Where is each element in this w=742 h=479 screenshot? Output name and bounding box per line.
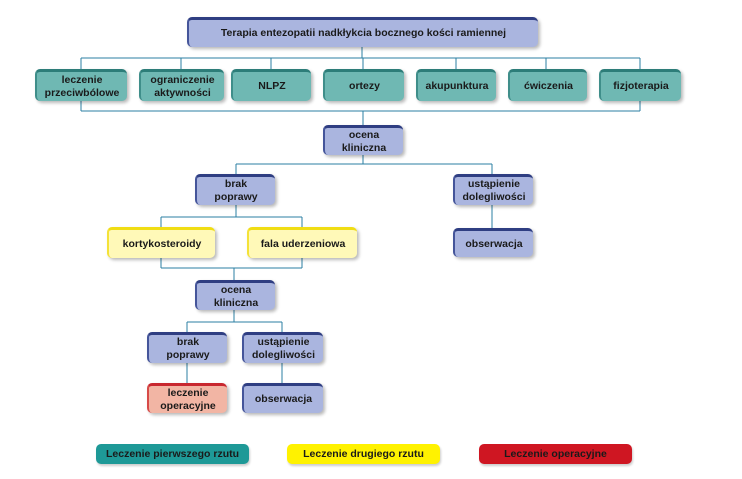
legend-surgery: Leczenie operacyjne (479, 444, 632, 464)
surgery-node: leczenie operacyjne (147, 383, 227, 413)
first-line-node-pain-relief: leczenie przeciwbólowe (35, 69, 127, 101)
first-line-node-acupuncture: akupunktura (416, 69, 496, 101)
clinical-assessment-node-2: ocena kliniczna (195, 280, 275, 310)
no-improvement-node-1: brak poprawy (195, 174, 275, 205)
legend-first-line: Leczenie pierwszego rzutu (96, 444, 249, 464)
observation-node-1: obserwacja (453, 228, 533, 257)
second-line-node-shockwave: fala uderzeniowa (247, 227, 357, 258)
symptom-resolution-node-1: ustąpienie dolegliwości (453, 174, 533, 205)
root-node: Terapia entezopatii nadkłykcia bocznego … (187, 17, 538, 47)
first-line-node-activity-limitation: ograniczenie aktywności (139, 69, 224, 101)
first-line-node-exercises: ćwiczenia (508, 69, 587, 101)
first-line-node-orthoses: ortezy (323, 69, 404, 101)
observation-node-2: obserwacja (242, 383, 323, 413)
no-improvement-node-2: brak poprawy (147, 332, 227, 363)
first-line-node-physiotherapy: fizjoterapia (599, 69, 681, 101)
symptom-resolution-node-2: ustąpienie dolegliwości (242, 332, 323, 363)
first-line-node-nsaids: NLPZ (231, 69, 311, 101)
clinical-assessment-node-1: ocena kliniczna (323, 125, 403, 155)
second-line-node-corticosteroids: kortykosteroidy (107, 227, 215, 258)
legend-second-line: Leczenie drugiego rzutu (287, 444, 440, 464)
